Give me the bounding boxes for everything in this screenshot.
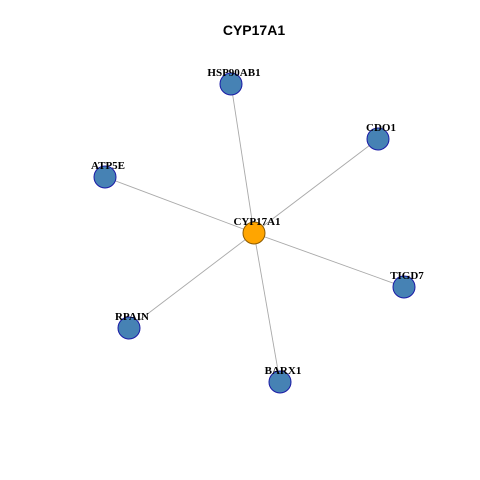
node-hsp90ab1[interactable]: [219, 72, 243, 96]
nodes-layer: [93, 72, 416, 394]
node-label-cyp17a1: CYP17A1: [233, 216, 280, 228]
edges-layer: [104, 83, 405, 383]
node-label-rpain: RPAIN: [115, 311, 149, 323]
node-cdo1[interactable]: [366, 127, 390, 151]
edge-cyp17a1-hsp90ab1: [230, 83, 255, 234]
edge-cyp17a1-tigd7: [253, 232, 405, 288]
edge-cyp17a1-cdo1: [253, 138, 379, 234]
node-label-cdo1: CDO1: [366, 122, 396, 134]
node-cyp17a1[interactable]: [242, 221, 266, 245]
edge-cyp17a1-atp5e: [104, 176, 255, 234]
node-label-tigd7: TIGD7: [390, 270, 424, 282]
node-label-atp5e: ATP5E: [91, 160, 125, 172]
edge-cyp17a1-barx1: [253, 232, 281, 383]
node-atp5e[interactable]: [93, 165, 117, 189]
node-label-hsp90ab1: HSP90AB1: [207, 67, 260, 79]
edge-cyp17a1-rpain: [128, 232, 255, 329]
graph-title: CYP17A1: [223, 22, 285, 38]
node-rpain[interactable]: [117, 316, 141, 340]
node-barx1[interactable]: [268, 370, 292, 394]
node-tigd7[interactable]: [392, 275, 416, 299]
node-label-barx1: BARX1: [265, 365, 302, 377]
